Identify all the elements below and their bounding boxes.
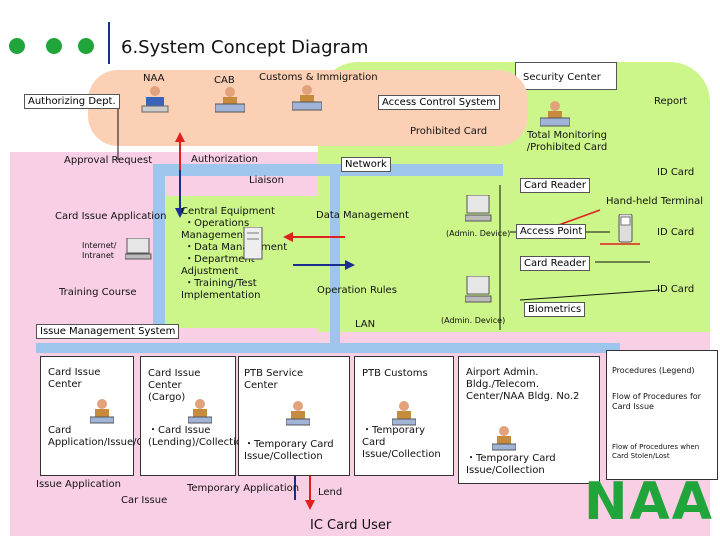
title-dot-1	[9, 38, 25, 54]
person-icon-col2	[187, 398, 213, 424]
admin-device-label-2: (Admin. Device)	[441, 316, 506, 325]
training-course-label: Training Course	[59, 287, 137, 298]
person-icon-cab	[214, 86, 246, 114]
legend-flow-issue: Flow of Procedures for Card Issue	[612, 392, 701, 411]
col2-title: Card Issue Center (Cargo)	[148, 368, 201, 403]
col3-sub: ・Temporary Card Issue/Collection	[244, 439, 334, 462]
person-icon-col1	[89, 398, 115, 424]
title-dot-3	[78, 38, 94, 54]
authorizing-dept-box: Authorizing Dept.	[24, 94, 120, 109]
admin-device-label-1: (Admin. Device)	[446, 229, 511, 238]
prohibited-card-label: Prohibited Card	[410, 126, 488, 137]
person-icon-col4	[391, 400, 417, 426]
page-title: 6.System Concept Diagram	[121, 37, 369, 58]
internet-intranet-label: Internet/ Intranet	[82, 241, 117, 260]
access-control-system-box: Access Control System	[378, 95, 501, 110]
col3-title: PTB Service Center	[244, 368, 304, 391]
issue-management-system-box: Issue Management System	[36, 324, 180, 339]
data-management-label: Data Management	[316, 210, 409, 221]
central-equipment-text: Central Equipment ・Operations Management…	[181, 206, 287, 301]
title-divider	[108, 22, 110, 64]
id-card-label-1: ID Card	[657, 167, 695, 178]
col4-sub: ・Temporary Card Issue/Collection	[362, 425, 441, 460]
cab-label: CAB	[214, 75, 235, 86]
green-mid	[166, 196, 318, 328]
legend-flow-stolen: Flow of Procedures when Card Stolen/Lost	[612, 443, 700, 460]
card-reader-box-1: Card Reader	[520, 178, 590, 193]
legend-title: Procedures (Legend)	[612, 366, 695, 375]
col1-sub: Card Application/Issue/Collection	[48, 425, 186, 448]
security-center-label: Security Center	[523, 72, 601, 83]
col2-sub: ・Card Issue (Lending)/Collection	[148, 425, 249, 448]
id-card-label-2: ID Card	[657, 227, 695, 238]
temporary-application-label: Temporary Application	[187, 483, 300, 494]
bus-vertical	[330, 176, 340, 343]
total-monitoring-label: Total Monitoring /Prohibited Card	[526, 130, 608, 153]
bus-left-down	[153, 176, 165, 326]
biometrics-box: Biometrics	[524, 302, 586, 317]
liaison-label: Liaison	[249, 175, 284, 186]
col1-title: Card Issue Center	[48, 367, 101, 390]
admin-device-icon-1	[464, 194, 493, 223]
naa-logo: NAA	[584, 472, 716, 538]
server-icon	[243, 226, 265, 261]
handheld-terminal-label: Hand-held Terminal	[606, 196, 703, 207]
person-icon-security	[539, 100, 571, 128]
card-issue-center-cargo-box	[140, 356, 236, 476]
person-icon-col5	[491, 425, 517, 451]
operation-rules-label: Operation Rules	[317, 285, 397, 296]
issue-application-label: Issue Application	[36, 479, 121, 490]
green-area-upper	[515, 62, 617, 90]
access-point-box: Access Point	[516, 224, 587, 239]
network-bus	[153, 164, 343, 176]
person-icon-col3	[285, 400, 311, 426]
naa-logo-text: NAA	[584, 472, 715, 532]
person-icon-naa	[140, 84, 170, 114]
col5-sub: ・Temporary Card Issue/Collection	[466, 453, 556, 476]
naa-label: NAA	[143, 73, 165, 84]
airport-admin-box	[458, 356, 600, 484]
lend-label: Lend	[318, 487, 343, 498]
car-issue-label: Car Issue	[121, 495, 168, 506]
network-box: Network	[341, 157, 391, 172]
lan-bus	[36, 343, 620, 353]
legend-box	[606, 350, 718, 480]
handheld-terminal-icon	[618, 213, 634, 244]
ic-card-user-label: IC Card User	[310, 518, 392, 533]
computer-icon-left	[124, 237, 153, 260]
admin-device-icon-2	[464, 275, 493, 304]
id-card-label-3: ID Card	[657, 284, 695, 295]
card-reader-box-2: Card Reader	[520, 256, 590, 271]
card-issue-center-box	[40, 356, 134, 476]
col5-title: Airport Admin. Bldg./Telecom. Center/NAA…	[466, 367, 580, 402]
card-issue-application-label: Card Issue Application	[55, 211, 167, 222]
person-icon-customs	[291, 84, 323, 112]
report-label: Report	[654, 96, 688, 107]
customs-label: Customs & Immigration	[259, 72, 378, 83]
col4-title: PTB Customs	[362, 368, 428, 379]
approval-request-label: Approval Request	[64, 155, 153, 166]
lan-label: LAN	[355, 319, 376, 330]
authorization-label: Authorization	[191, 154, 258, 165]
title-dot-2	[46, 38, 62, 54]
